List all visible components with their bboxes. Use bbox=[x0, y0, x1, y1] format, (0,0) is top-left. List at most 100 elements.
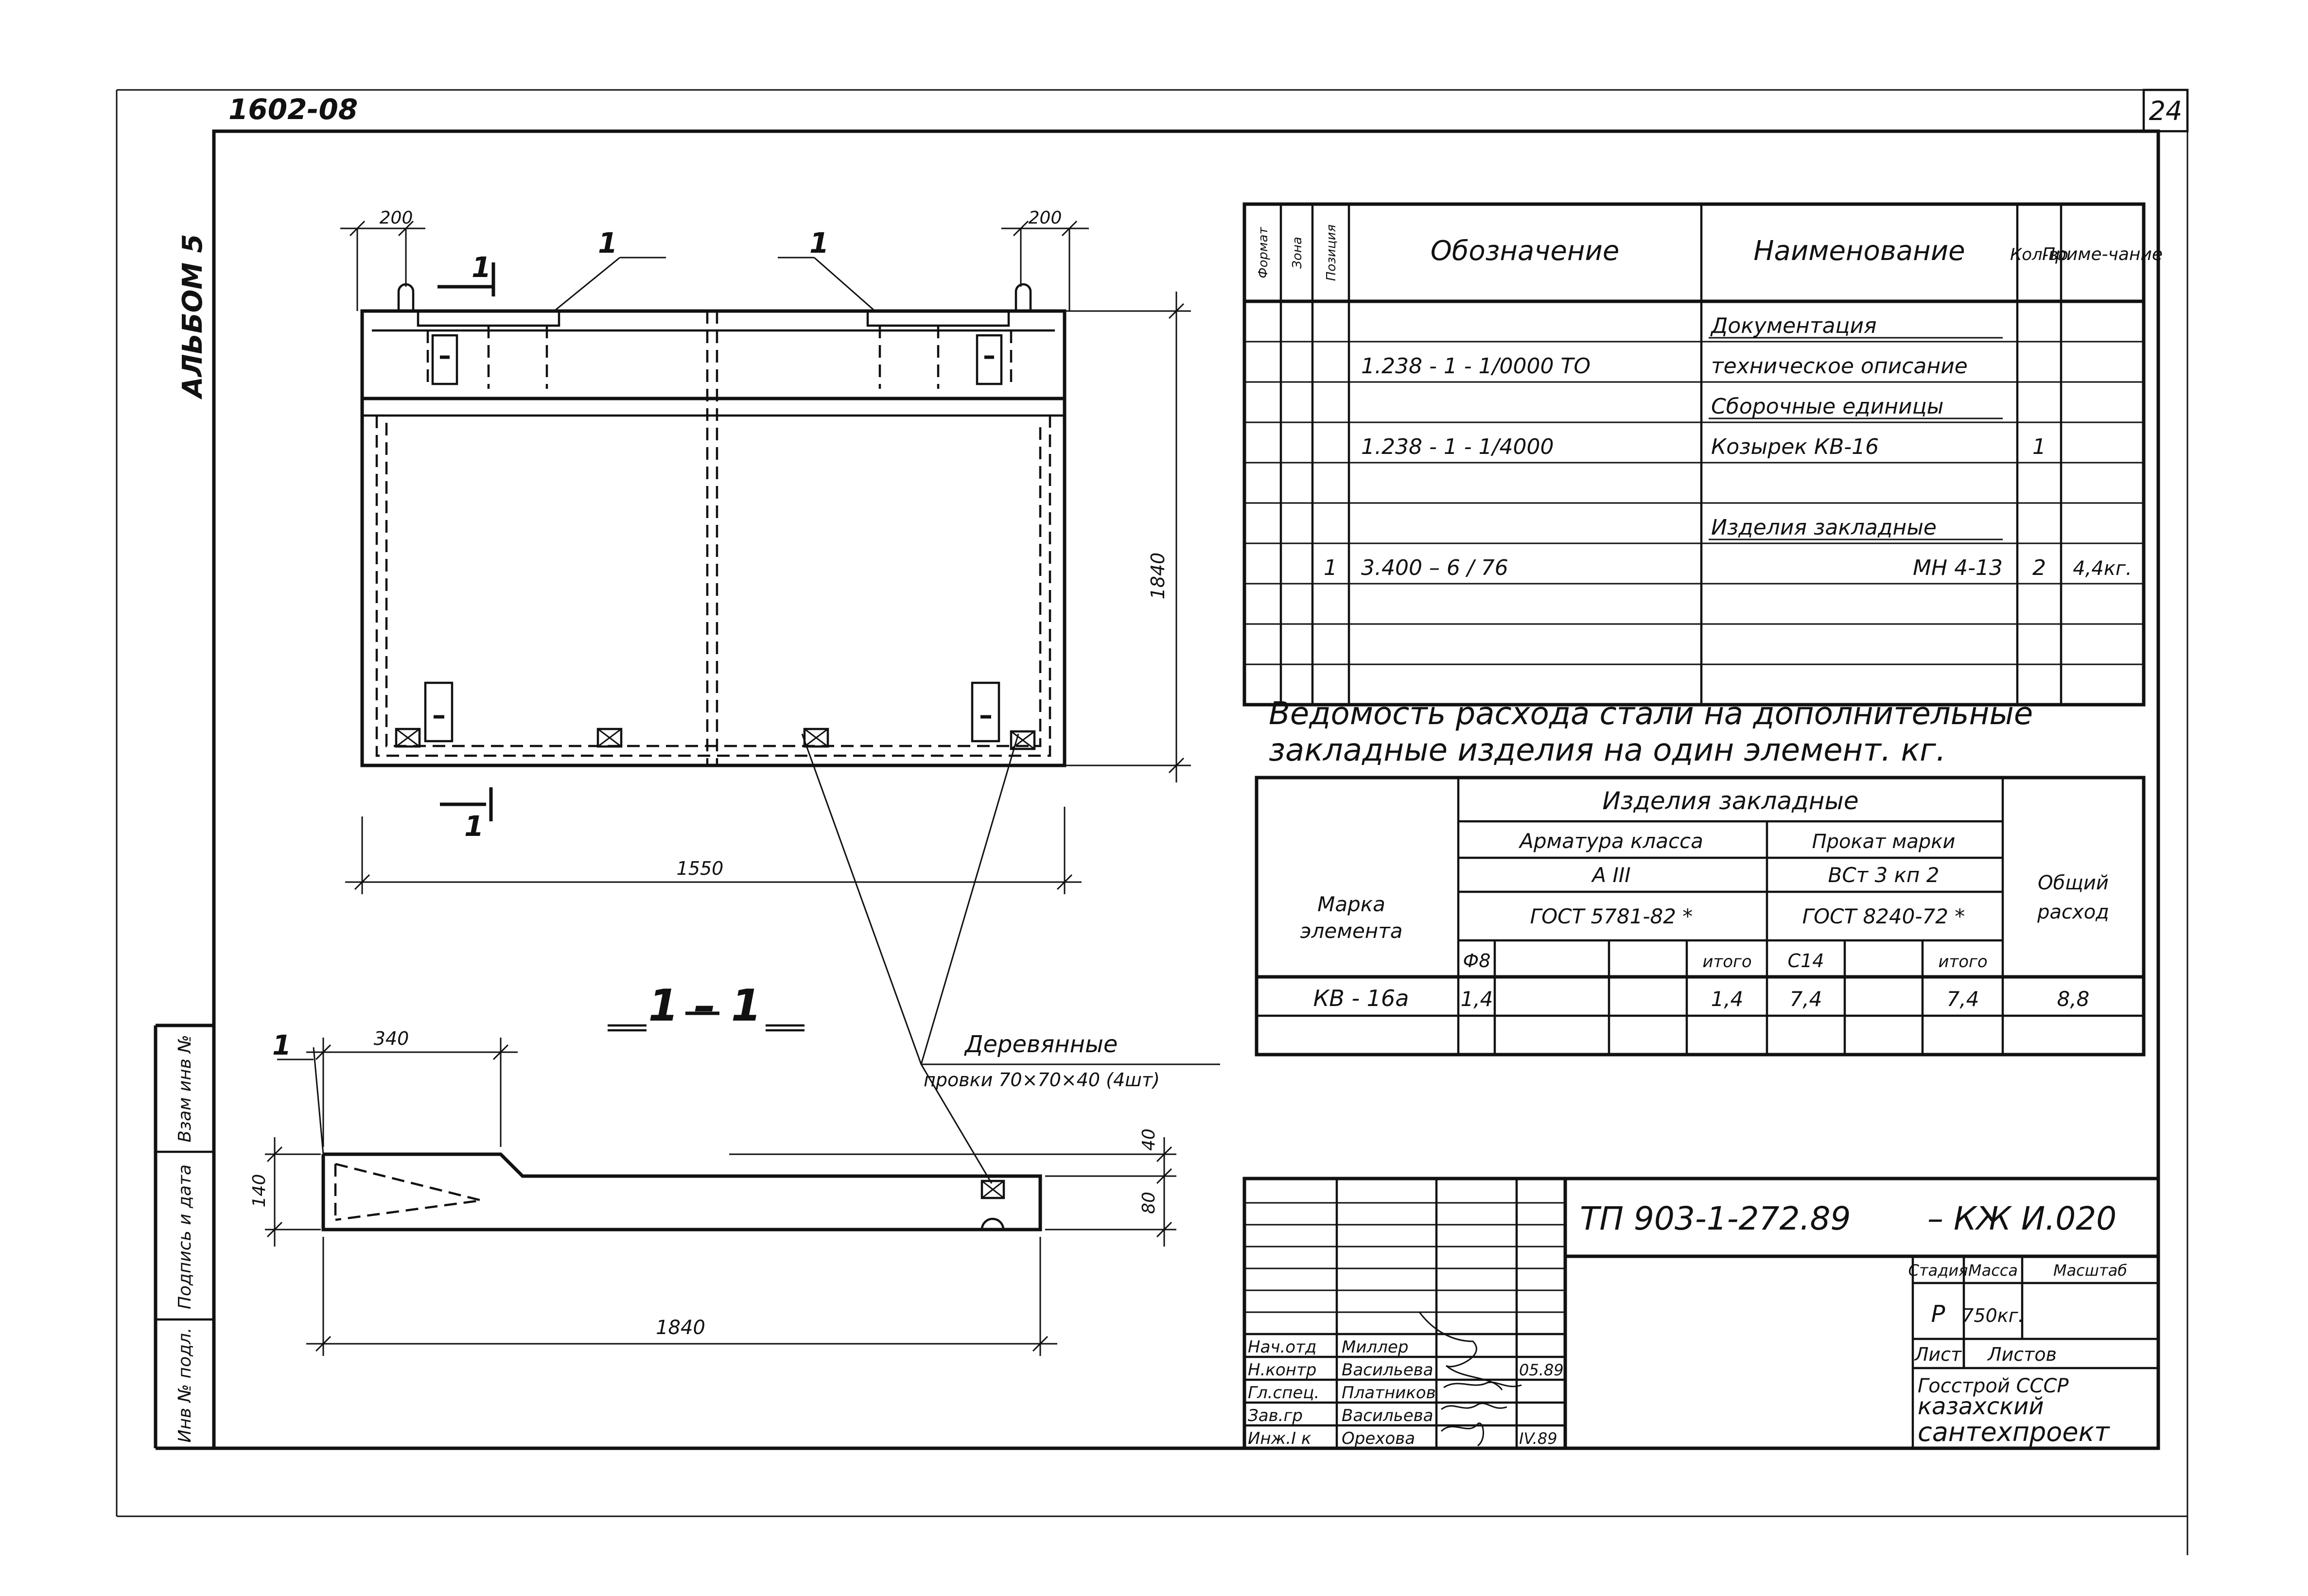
spec-header-designation: Обозначение bbox=[1431, 235, 1620, 267]
sheet-label: Лист bbox=[1914, 1344, 1962, 1365]
section-title: 1 – 1 bbox=[648, 980, 762, 1031]
spec-header-quantity: Кол-во bbox=[2010, 245, 2068, 264]
steel-row-mark: КВ - 16а bbox=[1313, 985, 1409, 1011]
steel-col-mark-2: элемента bbox=[1300, 919, 1403, 943]
title-block-name: Миллер bbox=[1342, 1337, 1408, 1357]
spec-cell-name: техническое описание bbox=[1711, 354, 1968, 379]
steel-rolled-mark: Прокат марки bbox=[1812, 831, 1956, 853]
spec-header-zone: Зона bbox=[1290, 237, 1305, 269]
section-leader: 1 bbox=[272, 1030, 291, 1061]
album-code: 1602-08 bbox=[228, 93, 358, 126]
plan-dim-top-right: 200 bbox=[1029, 208, 1062, 228]
section-dim-left: 140 bbox=[249, 1174, 269, 1208]
spec-header-note: Приме-чание bbox=[2042, 244, 2163, 264]
plan-view bbox=[360, 283, 1067, 767]
title-block-role: Нач.отд bbox=[1248, 1337, 1316, 1357]
spec-cell-designation: 1.238 - 1 - 1/0000 ТО bbox=[1361, 354, 1591, 379]
steel-row-rolled-total: 7,4 bbox=[1947, 987, 1979, 1011]
steel-sub-rebar-total: итого bbox=[1702, 952, 1751, 971]
stage-value: Р bbox=[1931, 1301, 1945, 1328]
wooden-block-mark bbox=[803, 728, 829, 748]
section-mark-bottom: 1 bbox=[464, 810, 484, 843]
spec-cell-note: 4,4кг. bbox=[2073, 557, 2132, 580]
plan-dim-height: 1840 bbox=[1147, 553, 1169, 600]
section-dim-right-bottom: 80 bbox=[1139, 1192, 1159, 1214]
sheets-label: Листов bbox=[1987, 1344, 2057, 1365]
steel-row-c14: 7,4 bbox=[1790, 987, 1822, 1011]
wooden-block-mark bbox=[596, 728, 623, 748]
spec-header-position: Позиция bbox=[1324, 225, 1339, 281]
specification-table: Формат Зона Позиция Обозначение Наименование… bbox=[1242, 202, 2163, 707]
steel-sub-phi8: Ф8 bbox=[1463, 950, 1491, 971]
section-dim-length: 1840 bbox=[656, 1317, 705, 1339]
steel-row-phi8: 1,4 bbox=[1461, 987, 1493, 1011]
stamp-signature-date: Подпись и дата bbox=[175, 1164, 195, 1309]
title-block-role: Зав.гр bbox=[1248, 1406, 1303, 1425]
spec-cell-name: МН 4-13 bbox=[1913, 555, 2003, 580]
title-block-role: Н.контр bbox=[1248, 1360, 1316, 1380]
section-1-1 bbox=[265, 733, 1220, 1356]
steel-row-rebar-total: 1,4 bbox=[1711, 987, 1744, 1011]
steel-table-title-2: закладные изделия на один элемент. кг. bbox=[1269, 732, 1946, 768]
section-dim-right-top: 40 bbox=[1139, 1128, 1159, 1151]
steel-row-total: 8,8 bbox=[2057, 987, 2090, 1011]
plan-leader-left: 1 bbox=[598, 226, 617, 260]
wooden-block-mark bbox=[395, 728, 421, 748]
wood-note-line2: провки 70×70×40 (4шт) bbox=[924, 1069, 1160, 1091]
steel-rebar-grade: А III bbox=[1591, 863, 1630, 887]
spec-cell-quantity: 2 bbox=[2032, 555, 2046, 580]
steel-rebar-gost: ГОСТ 5781-82 * bbox=[1530, 904, 1693, 928]
spec-cell-name: Сборочные единицы bbox=[1711, 394, 1943, 419]
steel-col-total-2: расход bbox=[2037, 901, 2109, 923]
mass-value: 750кг. bbox=[1962, 1305, 2024, 1326]
title-block-name: Платников bbox=[1342, 1383, 1436, 1403]
title-block-date: IV.89 bbox=[1519, 1429, 1557, 1448]
title-block-name: Васильева bbox=[1342, 1360, 1434, 1380]
title-block-role: Инж.I к bbox=[1248, 1429, 1311, 1448]
doc-code: ТП 903-1-272.89 bbox=[1580, 1200, 1851, 1237]
steel-sub-c14: С14 bbox=[1788, 950, 1824, 971]
spec-cell-name: Козырек КВ-16 bbox=[1711, 434, 1879, 459]
spec-cell-designation: 1.238 - 1 - 1/4000 bbox=[1361, 434, 1554, 459]
album-label: АЛЬБОМ 5 bbox=[177, 234, 209, 399]
spec-header-format: Формат bbox=[1256, 226, 1271, 278]
spec-cell-name: Документация bbox=[1710, 313, 1877, 338]
sheet-frame bbox=[116, 88, 2189, 1555]
scale-label: Масштаб bbox=[2053, 1261, 2127, 1280]
wooden-blocks-plan bbox=[395, 728, 1036, 750]
steel-table bbox=[1255, 776, 2146, 1057]
spec-header-name: Наименование bbox=[1753, 235, 1965, 267]
steel-col-mark-1: Марка bbox=[1317, 892, 1385, 916]
doc-suffix: – КЖ И.020 bbox=[1927, 1200, 2116, 1237]
signature-marks bbox=[1418, 1312, 1522, 1447]
stamp-inv-original: Инв № подл. bbox=[175, 1328, 195, 1443]
plan-dim-width: 1550 bbox=[677, 858, 724, 879]
org-line-2: казахский bbox=[1918, 1393, 2044, 1420]
page-number: 24 bbox=[2149, 96, 2183, 126]
org-line-1: Госстрой СССР bbox=[1918, 1375, 2069, 1397]
steel-table-title-1: Ведомость расхода стали на дополнительны… bbox=[1269, 696, 2033, 732]
section-mark-top: 1 bbox=[472, 251, 491, 284]
stage-label: Стадия bbox=[1908, 1261, 1968, 1280]
mass-label: Масса bbox=[1968, 1261, 2018, 1280]
title-block-name: Орехова bbox=[1342, 1429, 1415, 1448]
wood-note-line1: Деревянные bbox=[964, 1031, 1118, 1058]
plan-leader-right: 1 bbox=[809, 226, 829, 260]
spec-cell-designation: 3.400 – 6 / 76 bbox=[1361, 555, 1508, 580]
steel-rolled-grade: ВСт 3 кп 2 bbox=[1828, 863, 1940, 887]
plan-dimensions bbox=[340, 220, 1191, 894]
steel-col-total-1: Общий bbox=[2038, 872, 2109, 894]
title-block-name: Васильева bbox=[1342, 1406, 1434, 1425]
org-line-3: сантехпроект bbox=[1918, 1417, 2110, 1447]
steel-sub-rolled-total: итого bbox=[1938, 952, 1987, 971]
title-block-role: Гл.спец. bbox=[1248, 1383, 1319, 1403]
steel-rolled-gost: ГОСТ 8240-72 * bbox=[1802, 904, 1965, 928]
steel-rebar-class: Арматура класса bbox=[1518, 829, 1703, 853]
spec-cell-name: Изделия закладные bbox=[1711, 515, 1937, 540]
title-block-date: 05.89 bbox=[1519, 1361, 1564, 1379]
spec-cell-position: 1 bbox=[1324, 555, 1337, 580]
spec-cell-quantity: 1 bbox=[2032, 434, 2046, 459]
section-dim-top: 340 bbox=[374, 1028, 409, 1049]
